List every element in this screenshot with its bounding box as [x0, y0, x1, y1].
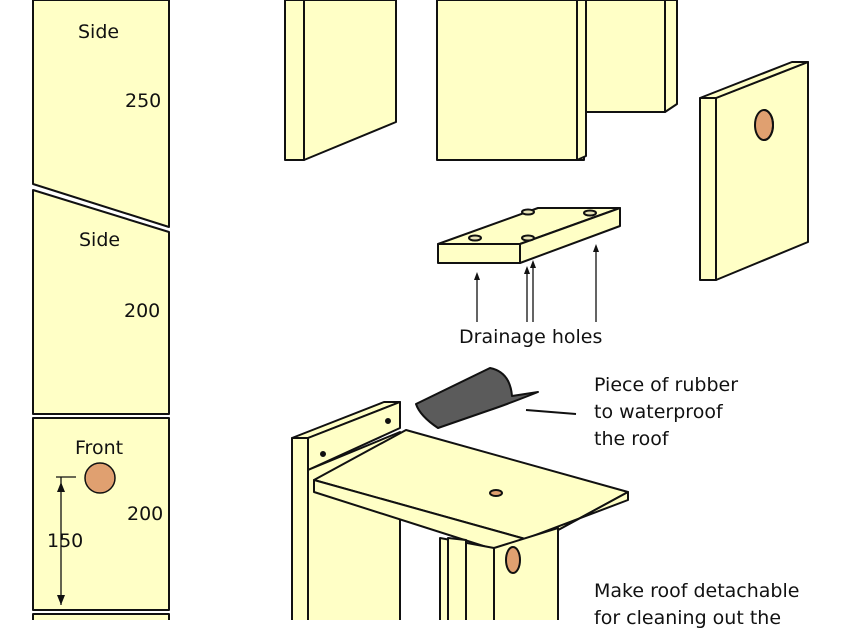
front-panel-exploded	[699, 61, 809, 281]
side-panel-lower	[32, 189, 170, 415]
drainage-hole	[583, 209, 597, 217]
front-label: Front	[75, 437, 124, 459]
side-dimension-1: 250	[125, 90, 162, 112]
front-dimension: 200	[127, 503, 164, 525]
rubber-sheet	[415, 367, 539, 429]
drainage-hole	[468, 234, 482, 242]
back-panel-exploded	[436, 0, 678, 161]
rubber-note-line-1: Piece of rubber	[594, 374, 739, 396]
side-label-1: Side	[78, 21, 120, 43]
front-panel	[32, 417, 170, 611]
entrance-hole-marker	[84, 462, 116, 494]
side-dimension-2: 200	[124, 300, 161, 322]
next-panel-edge	[32, 613, 170, 620]
side-label-2: Side	[79, 229, 121, 251]
rubber-leader-line	[525, 409, 577, 415]
assembled-box	[291, 401, 629, 620]
side-panel-exploded	[284, 0, 397, 161]
cut-list-plank	[32, 0, 170, 620]
rubber-note-line-2: to waterproof	[594, 401, 723, 423]
base-plate	[437, 207, 621, 264]
drainage-leader-lines	[474, 244, 599, 322]
side-panel-upper	[32, 0, 170, 228]
rubber-note-line-3: the roof	[594, 428, 669, 450]
hole-height-dimension	[56, 476, 76, 605]
hole-height-label: 150	[47, 530, 84, 552]
drainage-hole	[521, 234, 535, 242]
entrance-hole	[505, 546, 521, 574]
roof-screw-hole	[489, 489, 503, 497]
drainage-holes-label: Drainage holes	[459, 326, 603, 348]
roof-note-line-2: for cleaning out the	[594, 607, 782, 629]
roof-note-line-1: Make roof detachable	[594, 580, 800, 602]
drainage-hole	[521, 208, 535, 216]
